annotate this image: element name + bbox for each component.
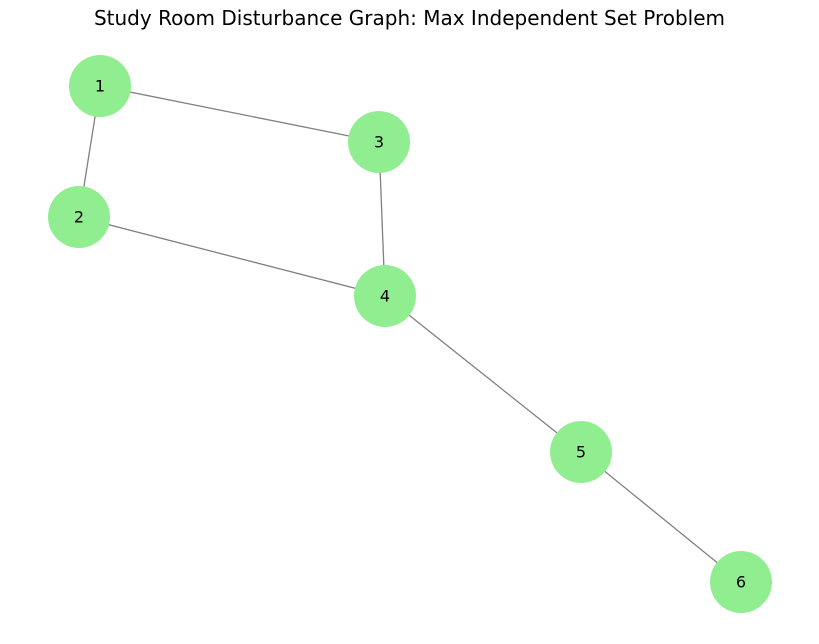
node-label-1: 1 — [95, 77, 105, 96]
node-circle-6 — [710, 551, 772, 613]
edge-1-3 — [99, 85, 380, 143]
node-label-6: 6 — [736, 573, 746, 592]
node-1: 1 — [69, 55, 131, 117]
node-circle-2 — [48, 186, 110, 248]
edge-2-4 — [78, 216, 386, 297]
diagram-title: Study Room Disturbance Graph: Max Indepe… — [93, 6, 726, 30]
nodes-layer: 1 2 3 4 5 6 — [48, 55, 772, 613]
node-circle-5 — [550, 421, 612, 483]
node-4: 4 — [354, 265, 416, 327]
node-circle-1 — [69, 55, 131, 117]
node-6: 6 — [710, 551, 772, 613]
edge-4-5 — [384, 295, 582, 453]
node-label-2: 2 — [74, 208, 84, 227]
node-5: 5 — [550, 421, 612, 483]
node-3: 3 — [348, 111, 410, 173]
node-label-3: 3 — [374, 133, 384, 152]
node-label-5: 5 — [576, 443, 586, 462]
edges-layer — [78, 85, 742, 583]
node-circle-4 — [354, 265, 416, 327]
node-label-4: 4 — [380, 287, 390, 306]
node-circle-3 — [348, 111, 410, 173]
edge-5-6 — [580, 451, 742, 583]
node-2: 2 — [48, 186, 110, 248]
